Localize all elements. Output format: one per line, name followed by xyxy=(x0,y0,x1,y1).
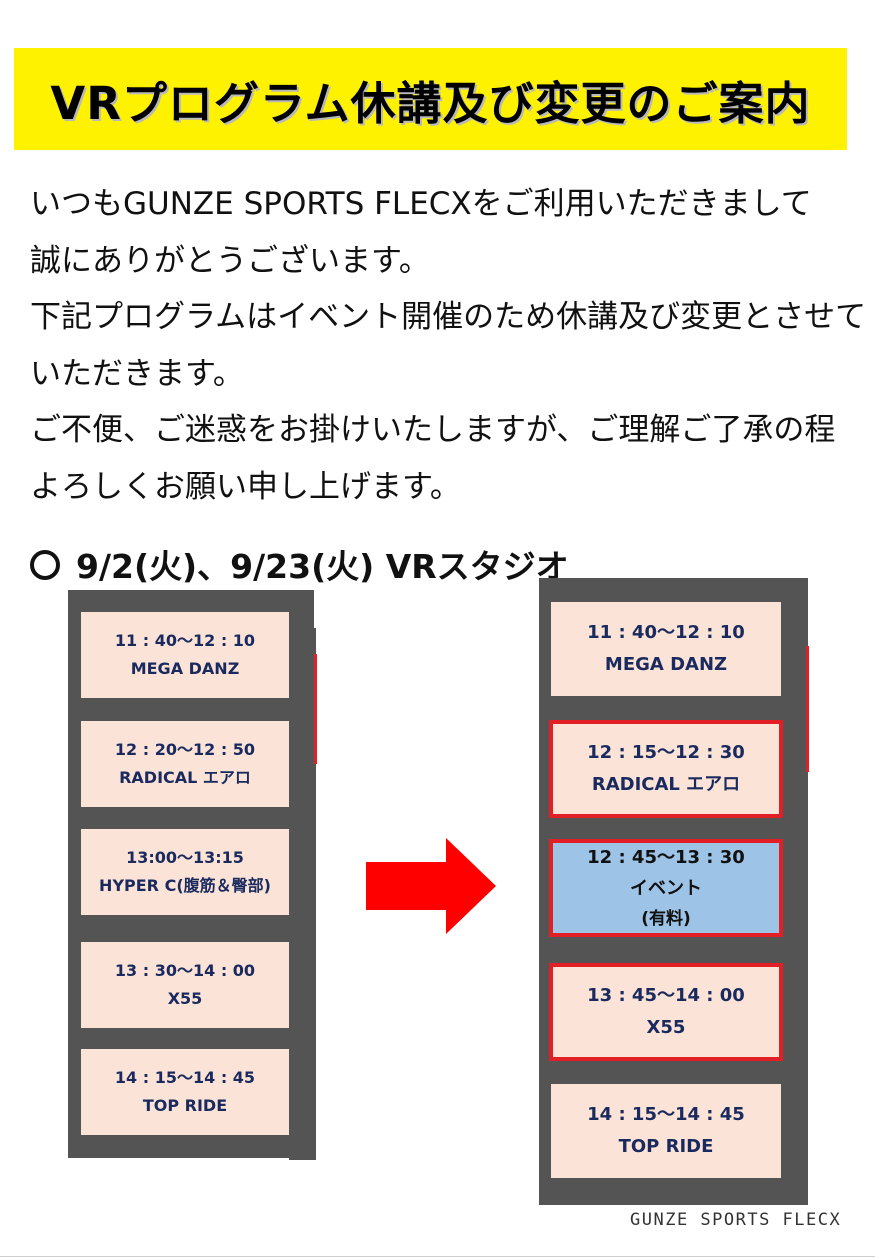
slot-name: X55 xyxy=(646,1017,686,1038)
slot-time: 12 : 20～12 : 50 xyxy=(114,740,256,759)
slot-time: 12 : 45～13 : 30 xyxy=(587,846,745,868)
intro-message: いつもGUNZE SPORTS FLECXをご利用いただきまして 誠にありがとう… xyxy=(30,176,867,515)
slot-time: 13 : 30～14 : 00 xyxy=(114,961,256,980)
page-title: VRプログラム休講及び変更のご案内 xyxy=(50,76,811,130)
slot-time: 12 : 15～12 : 30 xyxy=(587,742,745,763)
program-slot: 12 : 20～12 : 50 RADICAL エアロ xyxy=(81,721,289,807)
circle-bullet-icon xyxy=(30,550,60,580)
changed-program-slot: 13 : 45～14 : 00 X55 xyxy=(549,963,783,1061)
program-slot: 13 : 30～14 : 00 X55 xyxy=(81,942,289,1028)
slot-time: 11 : 40～12 : 10 xyxy=(114,631,256,650)
schedule-accent xyxy=(314,654,317,764)
section-heading-text: 9/2(火)、9/23(火) VRスタジオ xyxy=(76,547,569,586)
slot-name: RADICAL エアロ xyxy=(591,774,741,795)
slot-name: MEGA DANZ xyxy=(130,659,240,678)
program-slot: 11 : 40～12 : 10 MEGA DANZ xyxy=(81,612,289,698)
schedule-frame xyxy=(289,628,316,1160)
section-heading: 9/2(火)、9/23(火) VRスタジオ xyxy=(30,540,569,588)
program-slot: 14 : 15～14 : 45 TOP RIDE xyxy=(551,1084,781,1178)
schedule-accent xyxy=(806,646,809,772)
intro-line: 誠にありがとうございます。 xyxy=(30,242,430,279)
intro-line: よろしくお願い申し上げます。 xyxy=(30,468,461,505)
slot-name: X55 xyxy=(167,989,203,1008)
slot-time: 14 : 15～14 : 45 xyxy=(114,1068,256,1087)
slot-time: 14 : 15～14 : 45 xyxy=(587,1104,745,1125)
intro-line: いつもGUNZE SPORTS FLECXをご利用いただきまして xyxy=(30,186,812,222)
program-slot: 14 : 15～14 : 45 TOP RIDE xyxy=(81,1049,289,1135)
intro-line: いただきます。 xyxy=(30,355,244,392)
slot-name: イベント xyxy=(630,877,702,899)
intro-line: ご不便、ご迷惑をお掛けいたしますが、ご理解ご了承の程 xyxy=(30,412,836,448)
event-slot: 12 : 45～13 : 30 イベント (有料) xyxy=(549,839,783,937)
slot-name: TOP RIDE xyxy=(142,1096,228,1115)
slot-name: RADICAL エアロ xyxy=(119,768,251,787)
intro-line: 下記プログラムはイベント開催のため休講及び変更とさせて xyxy=(30,299,867,335)
slot-time: 11 : 40～12 : 10 xyxy=(587,622,745,643)
title-banner: VRプログラム休講及び変更のご案内 xyxy=(14,48,847,150)
slot-time: 13 : 45～14 : 00 xyxy=(587,985,745,1006)
brand-logo: GUNZE SPORTS FLECX xyxy=(630,1210,842,1230)
slot-time: 13:00～13:15 xyxy=(126,848,244,867)
slot-name: HYPER C(腹筋＆臀部) xyxy=(99,876,271,895)
slot-note: (有料) xyxy=(641,908,691,929)
program-slot: 13:00～13:15 HYPER C(腹筋＆臀部) xyxy=(81,829,289,915)
divider xyxy=(0,1256,875,1257)
right-arrow-icon xyxy=(366,838,496,934)
slot-name: MEGA DANZ xyxy=(604,654,728,675)
changed-program-slot: 12 : 15～12 : 30 RADICAL エアロ xyxy=(549,720,783,818)
program-slot: 11 : 40～12 : 10 MEGA DANZ xyxy=(551,602,781,696)
slot-name: TOP RIDE xyxy=(618,1136,714,1157)
